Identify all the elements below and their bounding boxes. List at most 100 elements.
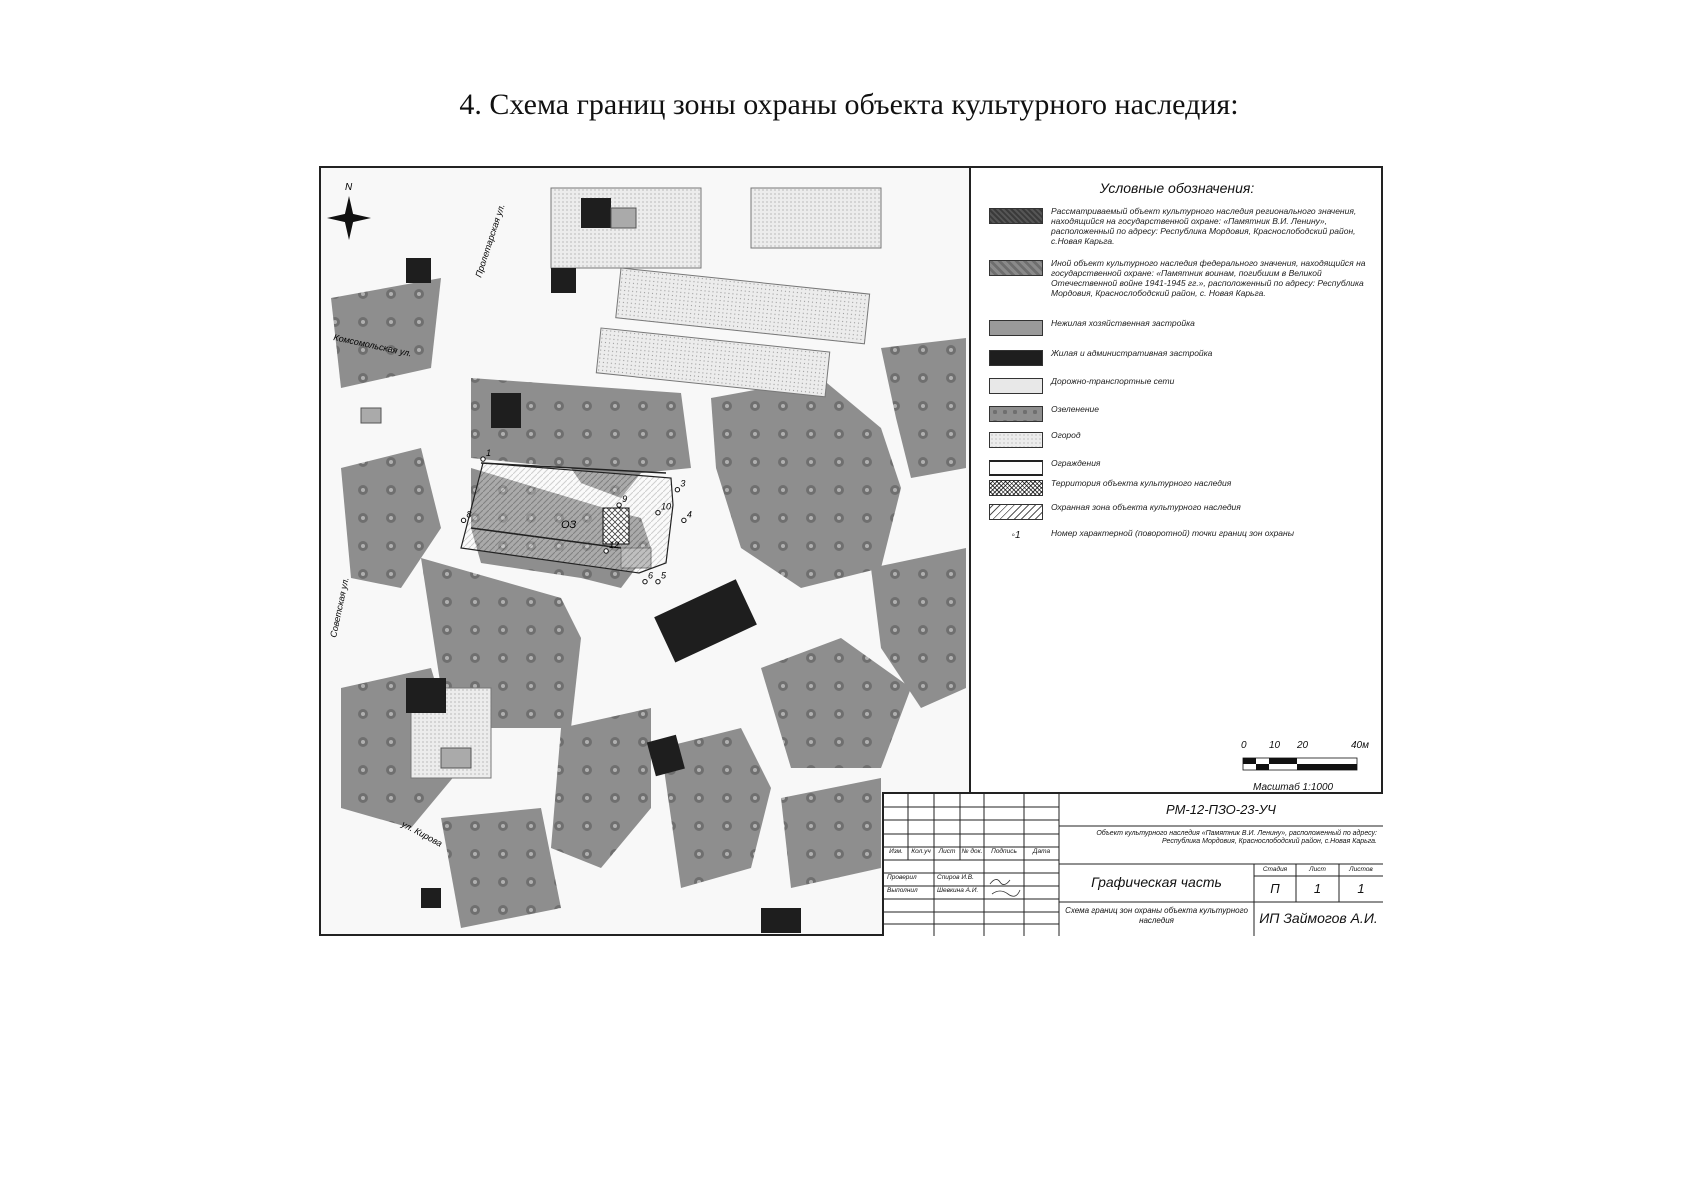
drawing-code: РМ-12-ПЗО-23-УЧ (1166, 802, 1276, 817)
boundary-point-label: 4 (687, 509, 692, 519)
map-area[interactable]: N Пролетарская ул. Комсомольская ул. Сов… (321, 168, 971, 934)
legend-swatch: ◦1 (1011, 530, 1021, 541)
legend-swatch (989, 350, 1043, 366)
green-area-8 (661, 728, 771, 888)
building-2 (654, 579, 757, 663)
person-cell: Шевкина А.И. (937, 887, 979, 894)
legend-swatch (989, 378, 1043, 394)
title-block-grid (884, 794, 1383, 936)
header-cell: Изм. (889, 848, 903, 855)
building-3 (646, 734, 685, 777)
north-label: N (345, 182, 353, 193)
garden-2 (615, 267, 871, 345)
boundary-point-marker (655, 510, 661, 516)
legend-label: Огород (1051, 430, 1081, 440)
legend-title: Условные обозначения: (1099, 180, 1255, 196)
legend-swatch (989, 504, 1043, 520)
legend-label: Рассматриваемый объект культурного насле… (1051, 206, 1357, 246)
legend-label: Охранная зона объекта культурного наслед… (1051, 502, 1241, 512)
scale-tick: 20 (1297, 740, 1309, 751)
green-area-11 (871, 548, 966, 708)
green-area-9 (761, 638, 911, 768)
scale-tick: 0 (1241, 740, 1247, 751)
green-area-13 (781, 778, 881, 888)
sheet-value: 1 (1313, 881, 1322, 896)
legend-swatch (989, 460, 1043, 476)
fence-line (470, 462, 667, 549)
boundary-point-marker (460, 517, 467, 524)
building-4 (406, 678, 446, 713)
boundary-point-label: 8 (467, 509, 472, 519)
header-cell: Дата (1032, 848, 1051, 855)
cultural-territory (602, 507, 630, 545)
legend-swatch (989, 260, 1043, 276)
green-area-7 (551, 708, 651, 868)
company-name: ИП Займогов А.И. (1259, 910, 1378, 926)
building-1 (491, 393, 521, 428)
boundary-point-label: 5 (661, 571, 667, 581)
boundary-point-label: 9 (622, 494, 627, 504)
legend-label: Иной объект культурного наследия федерал… (1051, 258, 1366, 298)
map-canvas: N Пролетарская ул. Комсомольская ул. Сов… (321, 168, 969, 934)
object-description: Объект культурного наследия «Памятник В.… (1096, 830, 1377, 845)
header-cell: Кол.уч (911, 848, 931, 855)
header-cell: Лист (938, 848, 956, 855)
legend-swatch (989, 432, 1043, 448)
sheets-header: Листов (1349, 866, 1373, 873)
green-area-12 (331, 278, 441, 388)
boundary-point-marker (616, 502, 622, 508)
building-8 (421, 888, 441, 908)
legend-label: Озеленение (1051, 404, 1099, 414)
legend-label: Дорожно-транспортные сети (1051, 376, 1175, 386)
signature-mark (989, 879, 1021, 897)
garden-1 (750, 187, 882, 249)
boundary-point-marker (603, 548, 609, 554)
boundary-point-marker (642, 578, 648, 585)
protection-zone (460, 462, 674, 574)
drawing-sheet: N Пролетарская ул. Комсомольская ул. Сов… (319, 166, 1383, 936)
building-5 (581, 198, 611, 228)
legend-label: Территория объекта культурного наследия (1051, 478, 1232, 488)
header-cell: № док. (961, 848, 983, 855)
boundary-point-label: 12 (609, 540, 619, 550)
green-area-5 (341, 448, 441, 588)
boundary-point-marker (674, 487, 681, 493)
building-7 (406, 258, 431, 283)
sheets-value: 1 (1357, 881, 1365, 896)
boundary-point-label: 6 (648, 571, 653, 581)
building-6 (551, 268, 576, 293)
person-cell: Спиров И.В. (937, 874, 974, 881)
legend-swatch (989, 320, 1043, 336)
green-area-4 (881, 338, 966, 478)
legend-label: Ограждения (1051, 458, 1101, 468)
outbuilding-3 (610, 207, 637, 229)
green-area-3 (711, 378, 901, 588)
section-name: Графическая часть (1091, 874, 1222, 890)
scale-caption: Масштаб 1:1000 (1253, 782, 1334, 793)
role-cell: Выполнил (887, 887, 918, 894)
sheet-header: Лист (1309, 866, 1326, 873)
legend-label: Жилая и административная застройка (1051, 348, 1213, 358)
legend-swatch (989, 208, 1043, 224)
legend-label: Номер характерной (поворотной) точки гра… (1051, 528, 1294, 538)
header-cell: Подпись (991, 848, 1017, 855)
outbuilding-1 (440, 747, 472, 769)
legend-swatch (989, 480, 1043, 496)
boundary-point-marker (655, 578, 661, 585)
legend-swatch (989, 406, 1043, 422)
role-cell: Проверил (887, 874, 917, 881)
scale-tick: 40м (1351, 740, 1369, 751)
scale-graphic (1242, 757, 1358, 771)
boundary-point-label: 3 (680, 479, 685, 489)
legend-label: Нежилая хозяйственная застройка (1051, 318, 1195, 328)
zone-label: ОЗ (561, 519, 577, 531)
boundary-point-marker (681, 517, 687, 524)
page-title: 4. Схема границ зоны охраны объекта куль… (459, 88, 1239, 121)
boundary-point-label: 10 (661, 502, 671, 512)
scale-tick: 10 (1269, 740, 1281, 751)
outbuilding-4 (360, 407, 382, 424)
building-9 (761, 908, 801, 933)
boundary-point-marker (480, 456, 486, 462)
stage-value: П (1270, 881, 1280, 896)
